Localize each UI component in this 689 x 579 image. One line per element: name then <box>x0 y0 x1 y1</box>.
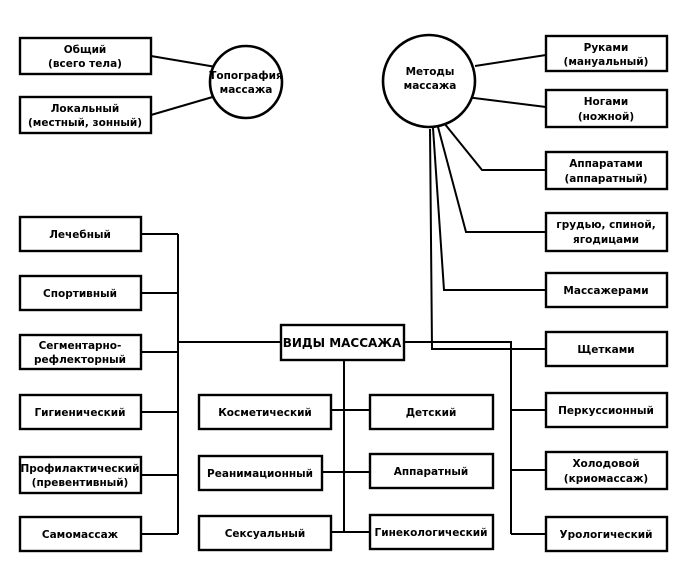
svg-text:(аппаратный): (аппаратный) <box>564 173 647 185</box>
svg-text:(превентивный): (превентивный) <box>32 477 129 489</box>
methods-title-line2: массажа <box>404 80 457 92</box>
left-type-hygienic-box: Гигиенический <box>18 393 143 431</box>
left-type-preventive-box: Профилактический (превентивный) <box>18 455 143 495</box>
svg-text:Гинекологический: Гинекологический <box>375 527 488 539</box>
connector-methods-body <box>437 126 546 233</box>
svg-text:Гигиенический: Гигиенический <box>34 407 125 419</box>
svg-text:Общий: Общий <box>64 44 107 56</box>
methods-circle <box>381 33 477 129</box>
connector-methods-brushes <box>429 128 546 350</box>
left-type-sport-box: Спортивный <box>18 274 143 312</box>
mid-cosmetic-box: Косметический <box>197 393 333 431</box>
topography-title-line2: массажа <box>220 84 273 96</box>
mid-children-box: Детский <box>368 393 495 431</box>
method-body-box: грудью, спиной, ягодицами <box>544 211 669 253</box>
svg-text:(ножной): (ножной) <box>578 111 634 123</box>
svg-text:Локальный: Локальный <box>51 103 120 115</box>
topography-circle <box>208 44 284 120</box>
connector-right-bracket <box>404 341 512 534</box>
left-type-self-massage-box: Самомассаж <box>18 515 143 553</box>
topography-local-box: Локальный (местный, зонный) <box>18 95 153 135</box>
svg-text:Массажерами: Массажерами <box>563 285 648 297</box>
mid-resuscitation-box: Реанимационный <box>197 454 324 492</box>
mid-sexual-box: Сексуальный <box>197 514 333 552</box>
method-apparatus-box: Аппаратами (аппаратный) <box>544 150 669 191</box>
methods-title-line1: Методы <box>406 66 455 78</box>
right-type-cryo-box: Холодовой (криомассаж) <box>544 450 669 491</box>
svg-text:Сегментарно-: Сегментарно- <box>39 340 122 352</box>
svg-text:Самомассаж: Самомассаж <box>42 529 119 541</box>
svg-text:рефлекторный: рефлекторный <box>34 354 126 366</box>
method-feet-box: Ногами (ножной) <box>544 88 669 129</box>
mid-apparatus-box: Аппаратный <box>368 452 495 490</box>
topography-node: Топография массажа <box>208 44 284 120</box>
svg-text:Профилактический: Профилактический <box>20 463 139 475</box>
svg-text:Ногами: Ногами <box>584 96 629 108</box>
right-type-urological-box: Урологический <box>544 515 669 553</box>
svg-text:Реанимационный: Реанимационный <box>207 468 313 480</box>
svg-text:Аппаратный: Аппаратный <box>394 466 469 478</box>
topography-title-line1: Топография <box>209 70 282 82</box>
methods-node: Методы массажа <box>381 33 477 129</box>
svg-text:Лечебный: Лечебный <box>49 229 111 241</box>
svg-text:(криомассаж): (криомассаж) <box>564 473 648 485</box>
method-hands-box: Руками (мануальный) <box>544 34 669 73</box>
center-box: ВИДЫ МАССАЖА <box>279 323 406 362</box>
method-massagers-box: Массажерами <box>544 271 669 309</box>
left-type-segmental-box: Сегментарно- рефлекторный <box>18 333 143 371</box>
connectors <box>141 54 547 535</box>
connector-topography-general <box>150 55 217 68</box>
connector-methods-feet <box>465 96 547 108</box>
svg-text:Урологический: Урологический <box>560 529 653 541</box>
svg-text:ягодицами: ягодицами <box>573 234 639 246</box>
svg-text:Аппаратами: Аппаратами <box>569 158 642 170</box>
svg-text:Щетками: Щетками <box>577 344 634 356</box>
svg-text:(местный, зонный): (местный, зонный) <box>28 117 142 129</box>
mid-gynecological-box: Гинекологический <box>368 513 495 551</box>
connector-methods-apparatus <box>443 122 546 171</box>
svg-text:Сексуальный: Сексуальный <box>225 528 306 540</box>
center-title: ВИДЫ МАССАЖА <box>283 336 402 350</box>
method-brushes-box: Щетками <box>544 330 669 368</box>
svg-text:(мануальный): (мануальный) <box>564 56 649 68</box>
svg-text:Холодовой: Холодовой <box>572 458 639 470</box>
svg-text:Детский: Детский <box>406 407 457 419</box>
connector-methods-hands <box>474 54 547 67</box>
connector-topography-local <box>150 95 217 116</box>
svg-text:(всего тела): (всего тела) <box>48 58 122 70</box>
right-type-percussion-box: Перкуссионный <box>544 391 669 429</box>
svg-text:грудью, спиной,: грудью, спиной, <box>556 219 655 231</box>
svg-text:Спортивный: Спортивный <box>43 288 117 300</box>
topography-general-box: Общий (всего тела) <box>18 36 153 76</box>
svg-text:Косметический: Косметический <box>218 407 312 419</box>
svg-text:Руками: Руками <box>584 42 629 54</box>
svg-text:Перкуссионный: Перкуссионный <box>558 405 654 417</box>
connector-methods-massagers <box>432 127 546 291</box>
left-type-therapeutic-box: Лечебный <box>18 215 143 253</box>
